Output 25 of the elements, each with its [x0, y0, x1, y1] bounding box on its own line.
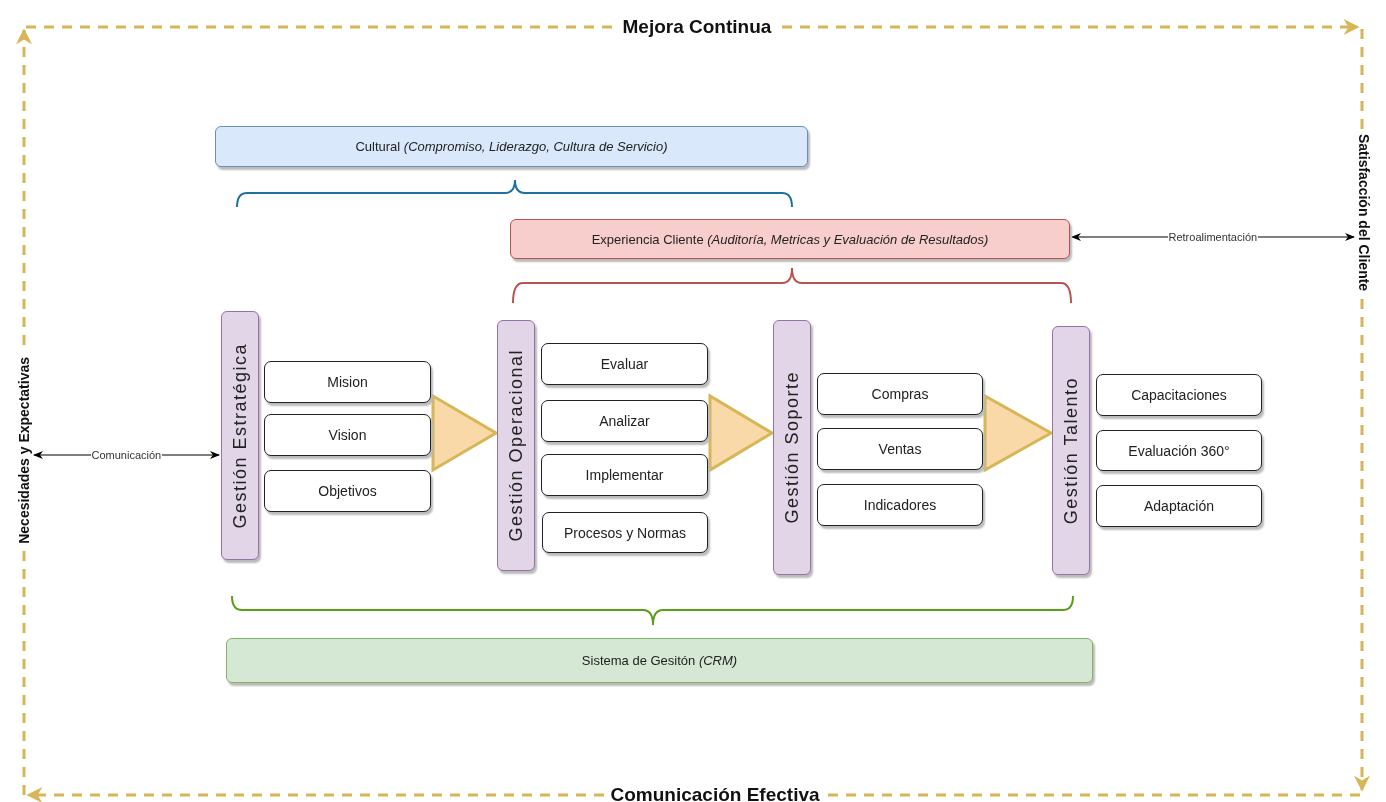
item-box: Adaptación — [1096, 485, 1262, 527]
edge-label: Comunicación — [90, 449, 163, 461]
item-box: Analizar — [541, 400, 708, 442]
item-box: Vision — [264, 414, 431, 456]
vertical-title-bar: Gestión Talento — [1052, 326, 1090, 575]
edge-label: Retroalimentación — [1167, 231, 1259, 243]
item-box: Ventas — [817, 428, 983, 470]
category-bar: Sistema de Gesitón (CRM) — [226, 638, 1093, 683]
item-box: Compras — [817, 373, 983, 415]
item-box: Evaluar — [541, 343, 708, 385]
vertical-title-bar: Gestión Soporte — [773, 320, 811, 575]
chevron-arrow — [431, 393, 499, 473]
category-bar: Experiencia Cliente (Auditoría, Metricas y Evaluación de Resultados) — [510, 219, 1070, 259]
chevron-arrow — [983, 393, 1055, 473]
vertical-title-bar: Gestión Operacional — [497, 320, 535, 571]
item-box: Evaluación 360° — [1096, 430, 1262, 471]
category-bar: Cultural (Compromiso, Liderazgo, Cultura de Servicio) — [215, 126, 808, 167]
item-box: Indicadores — [817, 484, 983, 526]
chevron-arrow — [708, 393, 775, 473]
item-box: Capacitaciones — [1096, 374, 1262, 416]
item-box: Objetivos — [264, 470, 431, 512]
item-box: Implementar — [541, 454, 708, 496]
item-box: Procesos y Normas — [542, 512, 708, 553]
vertical-title-bar: Gestión Estratégica — [221, 311, 259, 560]
item-box: Mision — [264, 361, 431, 403]
